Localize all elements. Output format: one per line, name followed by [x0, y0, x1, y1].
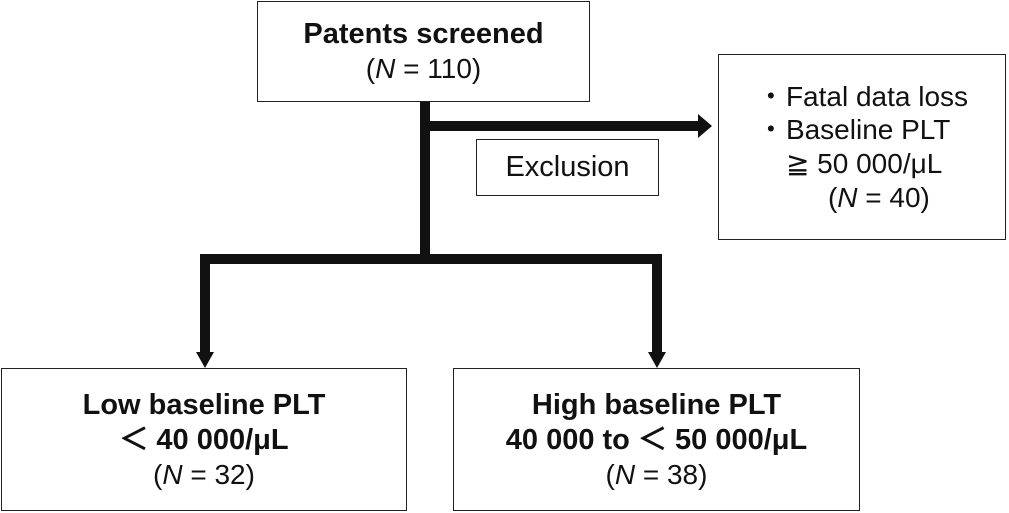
exclusion-label-box: Exclusion — [476, 139, 659, 196]
low-baseline-plt-box: Low baseline PLT ＜ 40 000/μL (N = 32) — [1, 368, 407, 511]
left-arrowhead — [196, 352, 214, 368]
bullet-icon: ・ — [756, 114, 785, 146]
low-count: (N = 32) — [153, 458, 255, 490]
exclusion-item-fatal-data-loss: ・ Fatal data loss — [756, 80, 969, 112]
trunk-line — [420, 102, 430, 260]
bullet-icon: ・ — [756, 80, 785, 112]
right-arrowhead — [648, 352, 666, 368]
exclusion-item-baseline-plt: ・ Baseline PLT — [756, 114, 951, 146]
high-range: 40 000 to ＜ 50 000/μL — [505, 423, 808, 456]
low-range: ＜ 40 000/μL — [119, 423, 289, 456]
exclusion-threshold: ≧ 50 000/μL — [785, 148, 943, 179]
patients-screened-box: Patents screened (N = 110) — [257, 1, 590, 102]
exclusion-criteria-box: ・ Fatal data loss ・ Baseline PLT ≧ 50 00… — [718, 54, 1006, 240]
screened-count: (N = 110) — [365, 53, 482, 85]
exclusion-count: (N = 40) — [827, 181, 930, 213]
low-title: Low baseline PLT — [82, 388, 326, 421]
high-count: (N = 38) — [605, 458, 708, 490]
high-title: High baseline PLT — [531, 388, 782, 421]
left-branch-line — [200, 254, 210, 354]
high-baseline-plt-box: High baseline PLT 40 000 to ＜ 50 000/μL … — [453, 368, 860, 511]
exclusion-arrowhead — [698, 114, 712, 138]
exclusion-label: Exclusion — [505, 151, 630, 184]
split-horizontal-line — [200, 254, 662, 264]
screened-title: Patents screened — [303, 18, 544, 51]
right-branch-line — [652, 254, 662, 354]
exclusion-branch-line — [425, 121, 700, 131]
